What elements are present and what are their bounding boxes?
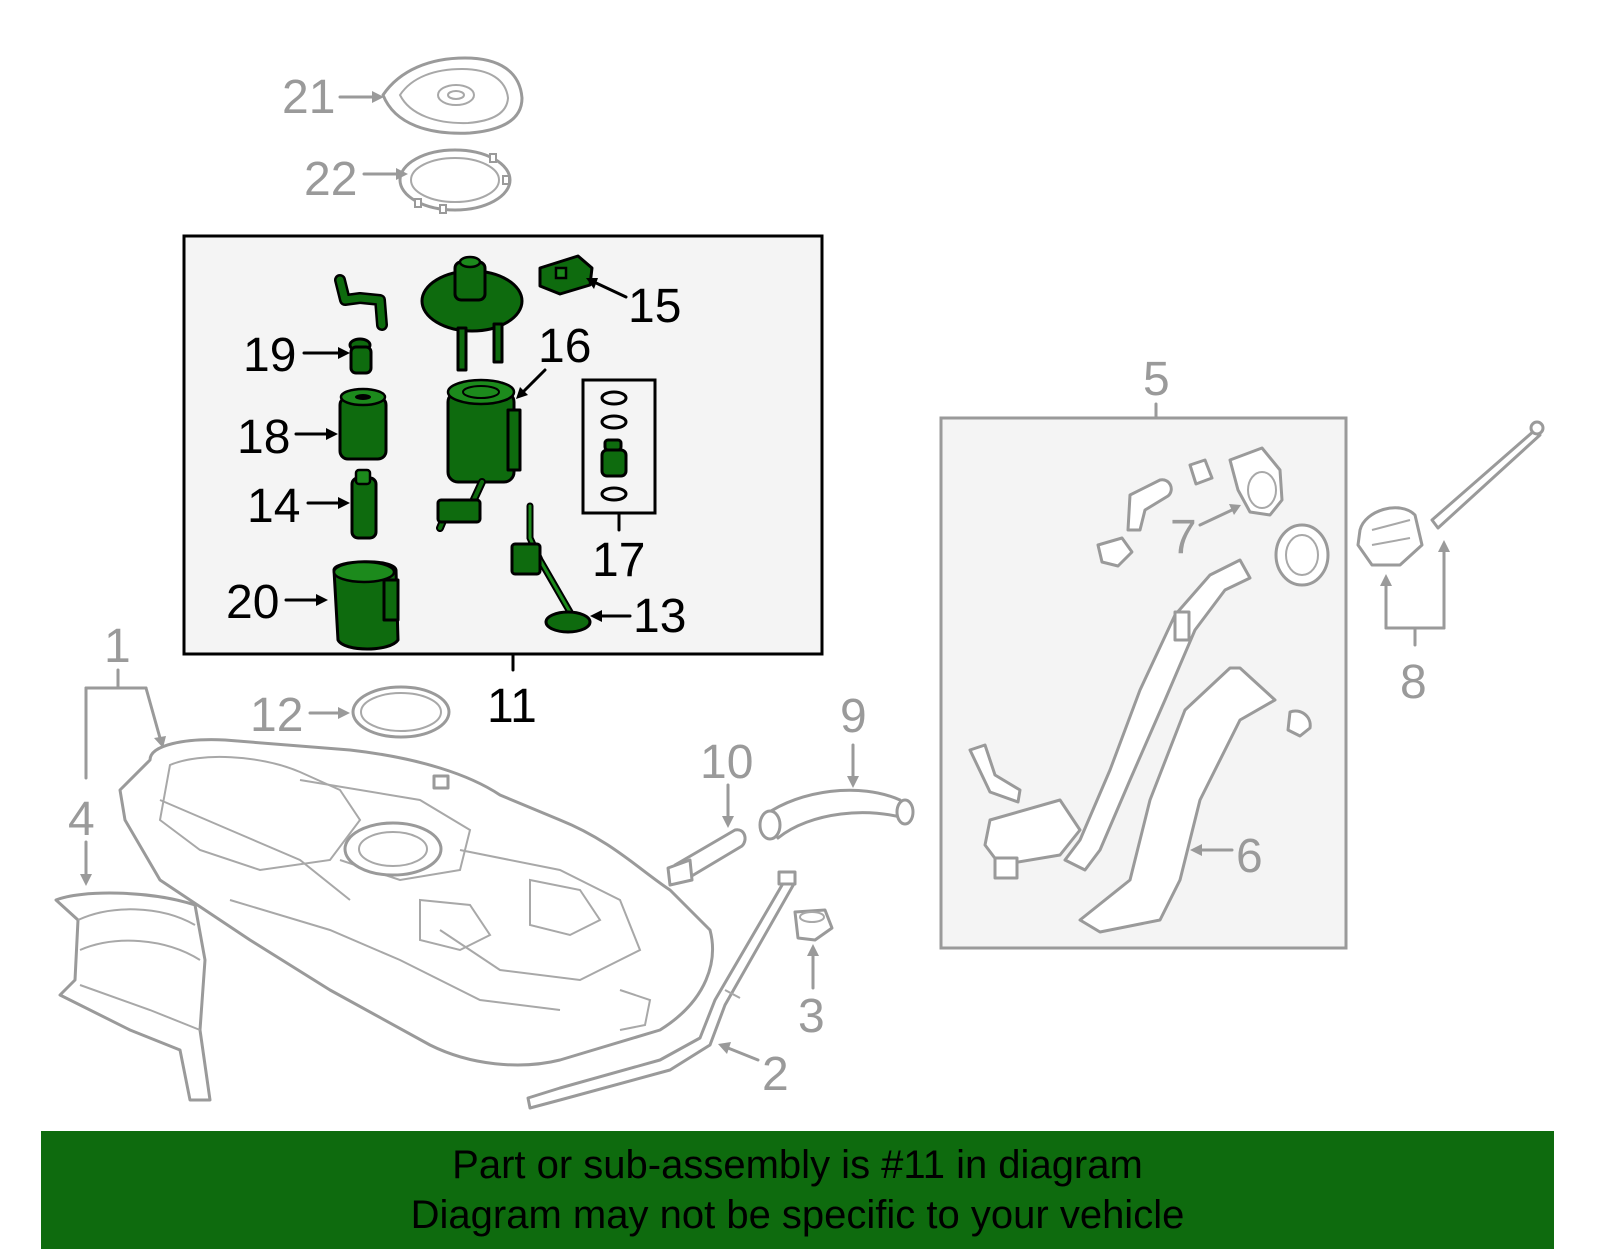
callout-22: 22 — [304, 153, 357, 206]
part-10-filler-neck-pipe — [666, 828, 747, 887]
arrow-12 — [308, 707, 350, 719]
arrow-13 — [590, 610, 632, 622]
part-2-tank-strap — [526, 870, 797, 1110]
part-12-gasket — [351, 685, 451, 739]
arrow-20 — [284, 594, 328, 606]
arrow-4 — [80, 840, 92, 886]
arrow-2 — [718, 1042, 760, 1062]
leader-8 — [1380, 540, 1450, 647]
part-18-fuel-filter — [338, 387, 388, 461]
callout-14: 14 — [247, 480, 300, 533]
arrow-3 — [807, 944, 819, 990]
part-4-heat-shield — [54, 891, 212, 1102]
part-21-cover-plate — [381, 56, 524, 135]
callout-20: 20 — [226, 576, 279, 629]
callout-1: 1 — [104, 620, 131, 673]
arrow-18 — [294, 428, 338, 440]
part-15-connector — [538, 254, 594, 296]
callout-13: 13 — [633, 590, 686, 643]
fuel-system-diagram: 21 22 15 — [54, 56, 1545, 1110]
part-19-check-valve — [348, 337, 373, 375]
callout-21: 21 — [282, 71, 335, 124]
callout-5: 5 — [1143, 353, 1170, 406]
part-9-filler-hose — [758, 788, 915, 841]
info-banner: Part or sub-assembly is #11 in diagram D… — [41, 1131, 1554, 1249]
callout-9: 9 — [840, 690, 867, 743]
callout-11: 11 — [487, 680, 537, 733]
part-16-pump-module — [436, 378, 522, 532]
arrow-15 — [586, 278, 628, 299]
arrow-16 — [516, 368, 547, 399]
callout-6: 6 — [1236, 830, 1263, 883]
callout-19: 19 — [243, 329, 296, 382]
callout-15: 15 — [628, 280, 681, 333]
callout-16: 16 — [538, 320, 591, 373]
callout-12: 12 — [250, 689, 303, 742]
arrow-14 — [306, 497, 350, 509]
callout-4: 4 — [68, 793, 95, 846]
callout-17: 17 — [592, 534, 645, 587]
part-14-fuel-pump — [350, 468, 378, 540]
part-pump-flange — [420, 255, 524, 372]
arrow-19 — [302, 347, 350, 359]
part-6-breather-pipe — [1078, 666, 1312, 934]
callout-8: 8 — [1400, 656, 1427, 709]
arrow-21 — [338, 91, 384, 103]
callout-10: 10 — [700, 736, 753, 789]
part-8-fuel-cap — [1356, 420, 1545, 567]
arrow-9 — [847, 743, 859, 788]
part-22-gasket-ring — [398, 148, 512, 214]
part-3-flange-nut — [793, 908, 834, 942]
part-20-reservoir-bucket — [332, 560, 400, 651]
leader-1-4 — [84, 668, 166, 780]
part-fuel-hose — [334, 274, 388, 331]
part-filler-pipe — [968, 523, 1330, 880]
callout-7: 7 — [1170, 511, 1197, 564]
banner-line-2: Diagram may not be specific to your vehi… — [410, 1193, 1185, 1237]
arrow-7 — [1198, 504, 1241, 527]
arrow-6 — [1190, 844, 1234, 856]
part-17-seal-kit — [581, 378, 657, 532]
callout-18: 18 — [237, 411, 290, 464]
part-7-filler-housing — [1096, 446, 1284, 568]
banner-line-1: Part or sub-assembly is #11 in diagram — [452, 1143, 1143, 1187]
part-1-fuel-tank — [118, 738, 714, 1067]
callout-3: 3 — [798, 990, 825, 1043]
part-13-fuel-level-sender — [510, 502, 592, 634]
callout-2: 2 — [762, 1048, 789, 1101]
arrow-10 — [722, 783, 734, 828]
arrow-22 — [362, 168, 408, 180]
